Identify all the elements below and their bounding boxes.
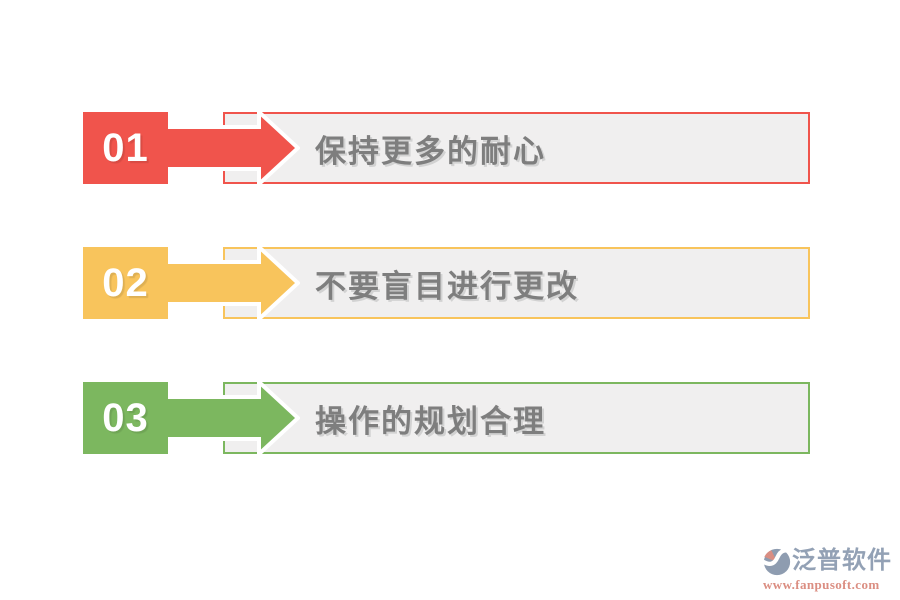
- arrow-right-icon: [162, 380, 300, 456]
- step-row-1: 01 保持更多的耐心: [83, 110, 810, 186]
- step-label: 不要盲目进行更改: [315, 268, 579, 304]
- arrow-right-icon: [162, 110, 300, 186]
- step-row-3: 03 操作的规划合理: [83, 380, 810, 456]
- step-label: 保持更多的耐心: [315, 133, 546, 169]
- step-number-badge: 03: [83, 382, 168, 454]
- arrow-right-icon: [162, 245, 300, 321]
- step-label-box: 操作的规划合理: [223, 382, 810, 454]
- brand-footer: 泛普软件 www.fanpusoft.com: [762, 546, 894, 593]
- brand-url: www.fanpusoft.com: [763, 577, 880, 592]
- step-number-badge: 02: [83, 247, 168, 319]
- step-number-badge: 01: [83, 112, 168, 184]
- step-row-2: 02 不要盲目进行更改: [83, 245, 810, 321]
- fanpu-logo-icon: [762, 548, 792, 576]
- step-label-box: 保持更多的耐心: [223, 112, 810, 184]
- step-label-box: 不要盲目进行更改: [223, 247, 810, 319]
- brand-name: 泛普软件: [792, 548, 892, 574]
- step-label: 操作的规划合理: [315, 403, 546, 439]
- brand-row: 泛普软件: [762, 546, 894, 576]
